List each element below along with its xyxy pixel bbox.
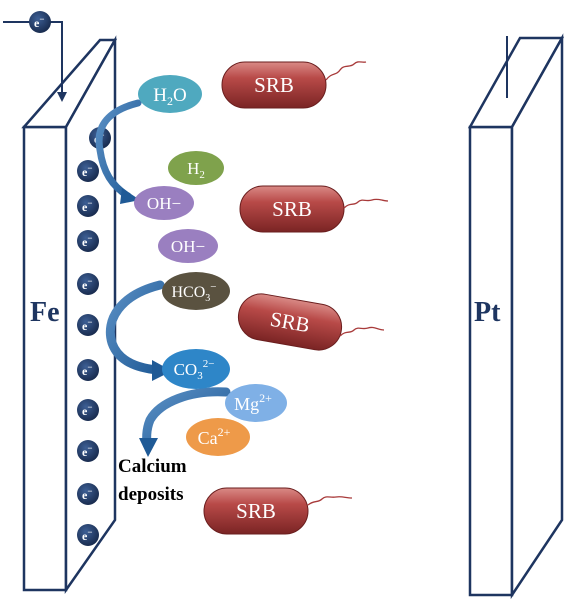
srb-bacterium-1: SRB xyxy=(221,61,367,109)
wire-electron: e− xyxy=(29,11,51,33)
svg-text:Ca2+: Ca2+ xyxy=(198,425,231,448)
species-hco3: HCO3− xyxy=(162,272,230,310)
electron: e− xyxy=(77,230,99,252)
srb-bacterium-4: SRB xyxy=(203,487,353,535)
fe-label: Fe xyxy=(30,297,60,328)
external-wire xyxy=(3,21,508,102)
pt-label: Pt xyxy=(474,297,501,328)
electron: e− xyxy=(77,440,99,462)
electron: e− xyxy=(77,483,99,505)
species-oh-2: OH− xyxy=(158,229,218,263)
srb-bacterium-2: SRB xyxy=(239,185,389,233)
flagellum xyxy=(325,61,367,81)
electron: e− xyxy=(77,273,99,295)
svg-text:e−: e− xyxy=(82,198,92,214)
svg-text:e−: e− xyxy=(82,362,92,378)
reaction-arrows xyxy=(95,99,231,457)
species-oh-1: OH− xyxy=(134,186,194,220)
svg-text:H2O: H2O xyxy=(153,85,186,108)
pt-electrode: Pt xyxy=(467,33,565,600)
svg-text:SRB: SRB xyxy=(236,499,276,523)
species-co3: CO32− xyxy=(162,349,230,389)
svg-text:OH−: OH− xyxy=(171,237,205,256)
flagellum xyxy=(343,198,389,209)
calcium-deposits-label: Calcium deposits xyxy=(118,456,187,505)
flagellum xyxy=(307,496,353,506)
svg-text:deposits: deposits xyxy=(118,484,183,505)
arrow-h2o-to-oh xyxy=(95,99,142,200)
svg-text:H2: H2 xyxy=(187,159,205,181)
svg-text:e−: e− xyxy=(82,486,92,502)
svg-text:e−: e− xyxy=(82,276,92,292)
arrow-hco3-to-co3 xyxy=(105,280,165,375)
electron: e− xyxy=(77,359,99,381)
svg-text:Mg2+: Mg2+ xyxy=(234,391,272,414)
svg-text:e−: e− xyxy=(34,14,44,30)
electron: e− xyxy=(77,314,99,336)
svg-text:HCO3−: HCO3− xyxy=(172,281,217,304)
svg-text:CO32−: CO32− xyxy=(174,358,215,382)
electron: e− xyxy=(77,160,99,182)
svg-text:e−: e− xyxy=(82,527,92,543)
svg-text:SRB: SRB xyxy=(254,73,294,97)
species-ca: Ca2+ xyxy=(186,418,250,456)
svg-text:Calcium: Calcium xyxy=(118,456,187,477)
species-h2o: H2O xyxy=(138,75,202,113)
svg-text:OH−: OH− xyxy=(147,194,181,213)
species-mg: Mg2+ xyxy=(225,384,287,422)
electron: e− xyxy=(77,195,99,217)
svg-text:SRB: SRB xyxy=(272,197,312,221)
svg-text:e−: e− xyxy=(82,163,92,179)
surface-electrons: e− e− e− e− e− e− e− e− e− e− e− xyxy=(77,127,111,546)
svg-text:e−: e− xyxy=(82,402,92,418)
electron: e− xyxy=(77,524,99,546)
electron: e− xyxy=(77,399,99,421)
svg-text:e−: e− xyxy=(82,233,92,249)
svg-text:e−: e− xyxy=(82,443,92,459)
srb-bacterium-3: SRB xyxy=(237,293,385,351)
flagellum xyxy=(339,326,385,337)
species-h2: H2 xyxy=(168,151,224,185)
svg-text:e−: e− xyxy=(82,317,92,333)
